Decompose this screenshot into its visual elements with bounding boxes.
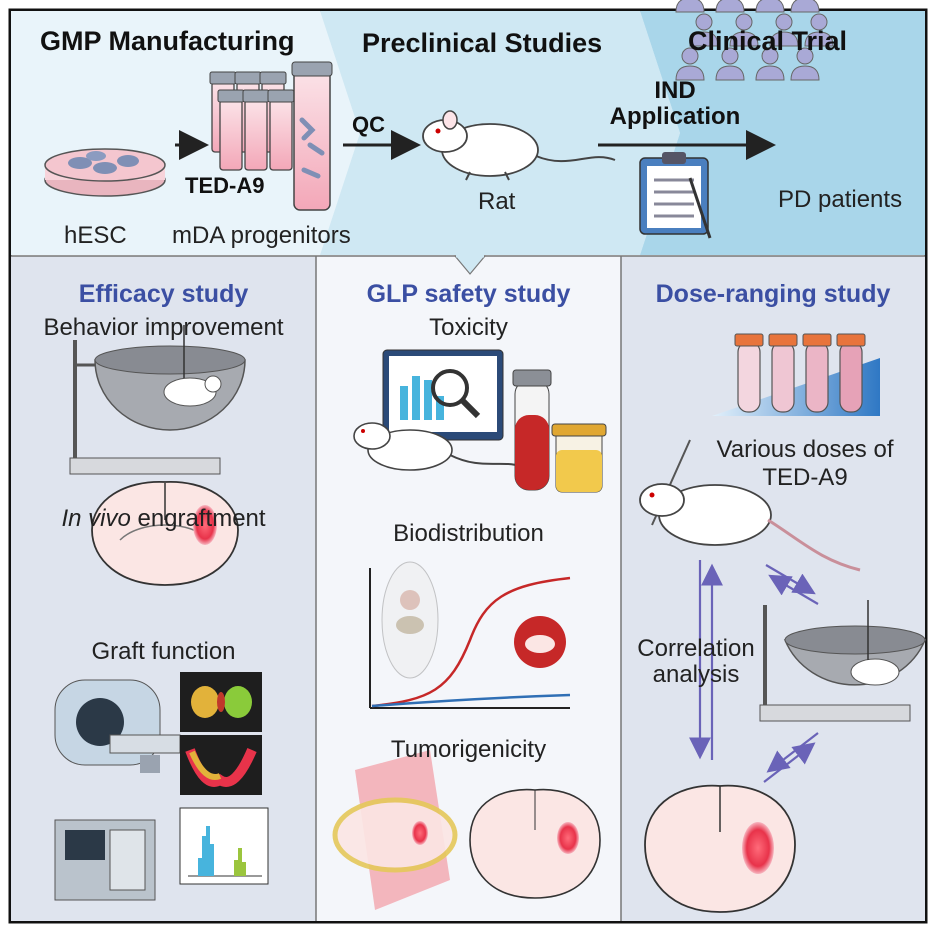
rat-label: Rat	[478, 188, 516, 215]
dose-bowl-apparatus-icon	[759, 600, 927, 722]
graft-function-label: Graft function	[91, 638, 236, 665]
ted-a9-label: TED-A9	[185, 173, 265, 198]
brain-section-engraftment	[91, 481, 239, 586]
banner-clinical-bg	[640, 11, 925, 255]
dose-title: Dose-ranging study	[655, 280, 891, 308]
rat-icon	[422, 110, 616, 181]
flow-cytometer-icon	[54, 819, 156, 901]
patient-figure	[715, 0, 745, 13]
correlation-label: Correlation analysis	[616, 636, 776, 688]
engraftment-label: In vivo engraftment	[11, 505, 316, 533]
progenitors-label: mDA progenitors	[172, 222, 351, 249]
biodistribution-plot	[369, 561, 571, 709]
ind-line-2: Application	[609, 103, 741, 130]
body-silhouette-icon	[381, 561, 439, 679]
ind-line-1: IND	[654, 77, 696, 104]
glp-title: GLP safety study	[366, 280, 571, 308]
tumor-brain-section	[469, 788, 601, 899]
stage-gmp-title: GMP Manufacturing	[40, 26, 295, 56]
doses-label: Various doses of TED-A9	[690, 436, 920, 492]
pet-image-bottom	[180, 735, 262, 795]
correlation-line-2: analysis	[652, 661, 740, 688]
dose-brain-section	[644, 784, 796, 913]
dose-tubes-icon	[712, 333, 880, 416]
monitor-icon	[382, 349, 504, 441]
patients-label: PD patients	[778, 186, 903, 213]
stage-preclinical-title: Preclinical Studies	[362, 28, 603, 58]
doses-line-1: Various doses of	[716, 436, 894, 463]
tumorigenicity-label: Tumorigenicity	[390, 736, 547, 763]
ind-application-label: IND Application	[600, 78, 750, 130]
doses-line-2: TED-A9	[762, 464, 848, 491]
histogram-icon	[179, 807, 269, 885]
correlation-arrows	[689, 560, 819, 783]
urine-cup-icon	[551, 423, 607, 493]
petri-dish-icon	[44, 148, 166, 197]
stage-clinical-title: Clinical Trial	[688, 26, 848, 56]
correlation-line-1: Correlation	[637, 635, 755, 662]
tumor-brain-3d	[332, 750, 458, 910]
bowl-apparatus-icon	[69, 325, 246, 475]
patient-figure	[790, 0, 820, 13]
efficacy-title: Efficacy study	[78, 280, 249, 308]
engraftment-rest: engraftment	[130, 505, 266, 532]
injected-rat-icon	[639, 439, 861, 572]
toxicity-label: Toxicity	[429, 314, 508, 341]
scanner-icon	[54, 679, 181, 773]
blood-tube-icon	[512, 369, 552, 491]
glp-rat-icon	[353, 422, 521, 471]
hesc-label: hESC	[64, 222, 127, 249]
engraftment-italic: In vivo	[61, 505, 131, 532]
behavior-label: Behavior improvement	[43, 314, 284, 341]
tube-rack-icon	[209, 61, 333, 211]
clipboard-icon	[639, 152, 712, 239]
pet-image-top	[180, 672, 262, 732]
qc-label: QC	[352, 112, 385, 137]
patient-figure	[675, 0, 705, 13]
biodistribution-label: Biodistribution	[393, 520, 544, 547]
patient-figure	[755, 0, 785, 13]
